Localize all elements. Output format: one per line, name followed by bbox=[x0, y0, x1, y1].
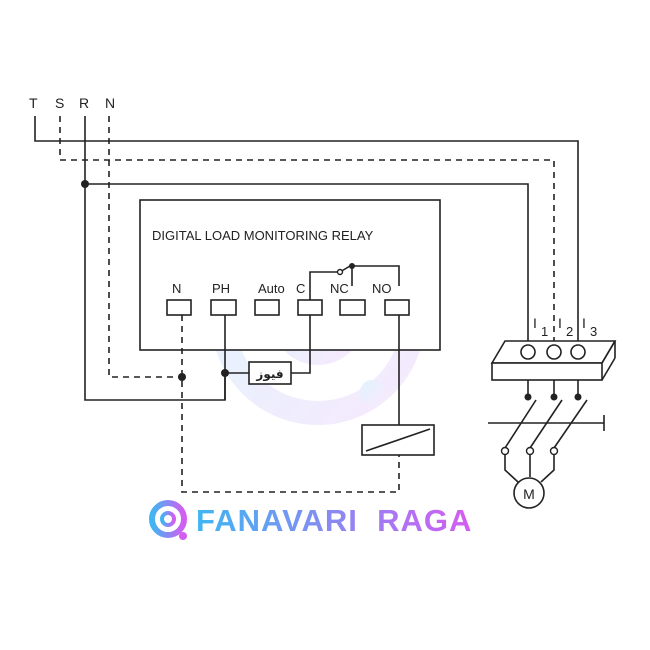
wire-n bbox=[108, 116, 182, 378]
junction-dot bbox=[178, 373, 186, 381]
terminal-nc bbox=[339, 299, 366, 316]
motor bbox=[513, 477, 545, 509]
wire-t bbox=[34, 116, 579, 345]
terminal-label-c: C bbox=[296, 281, 305, 296]
coil-symbol bbox=[365, 428, 431, 452]
phase-label-s: S bbox=[55, 95, 64, 111]
terminal-no bbox=[384, 299, 410, 316]
motor-label: M bbox=[523, 486, 535, 502]
terminal-label-no: NO bbox=[372, 281, 392, 296]
terminal-label-auto: Auto bbox=[258, 281, 285, 296]
ct-label-i1: I bbox=[533, 315, 537, 331]
terminal-ph bbox=[210, 299, 237, 316]
contactor-contacts bbox=[488, 380, 605, 483]
ct-sub-2: 2 bbox=[566, 324, 573, 339]
wire-fuse-to-c bbox=[291, 315, 311, 374]
current-transformer bbox=[490, 340, 617, 381]
phase-label-t: T bbox=[29, 95, 38, 111]
relay-switch bbox=[309, 263, 400, 300]
junction-dot bbox=[81, 180, 89, 188]
ct-label-i2: I bbox=[558, 315, 562, 331]
phase-label-r: R bbox=[79, 95, 89, 111]
terminal-label-nc: NC bbox=[330, 281, 349, 296]
terminal-auto bbox=[254, 299, 280, 316]
wire-s bbox=[59, 116, 555, 345]
ct-sub-1: 1 bbox=[541, 324, 548, 339]
relay-title: DIGITAL LOAD MONITORING RELAY bbox=[152, 228, 374, 243]
terminal-c bbox=[297, 299, 323, 316]
relay-box bbox=[139, 199, 441, 351]
wire-r-to-ct bbox=[85, 183, 529, 345]
terminal-label-ph: PH bbox=[212, 281, 230, 296]
terminal-n bbox=[166, 299, 192, 316]
brand-name: FANAVARI RAGA bbox=[196, 503, 472, 538]
wire-neutral-drop bbox=[181, 315, 400, 493]
brand-logo bbox=[149, 500, 187, 540]
ct-label-i3: I bbox=[582, 315, 586, 331]
ct-sub-3: 3 bbox=[590, 324, 597, 339]
phase-label-n: N bbox=[105, 95, 115, 111]
terminal-label-n: N bbox=[172, 281, 181, 296]
fuse-label: فیوز bbox=[255, 367, 283, 382]
